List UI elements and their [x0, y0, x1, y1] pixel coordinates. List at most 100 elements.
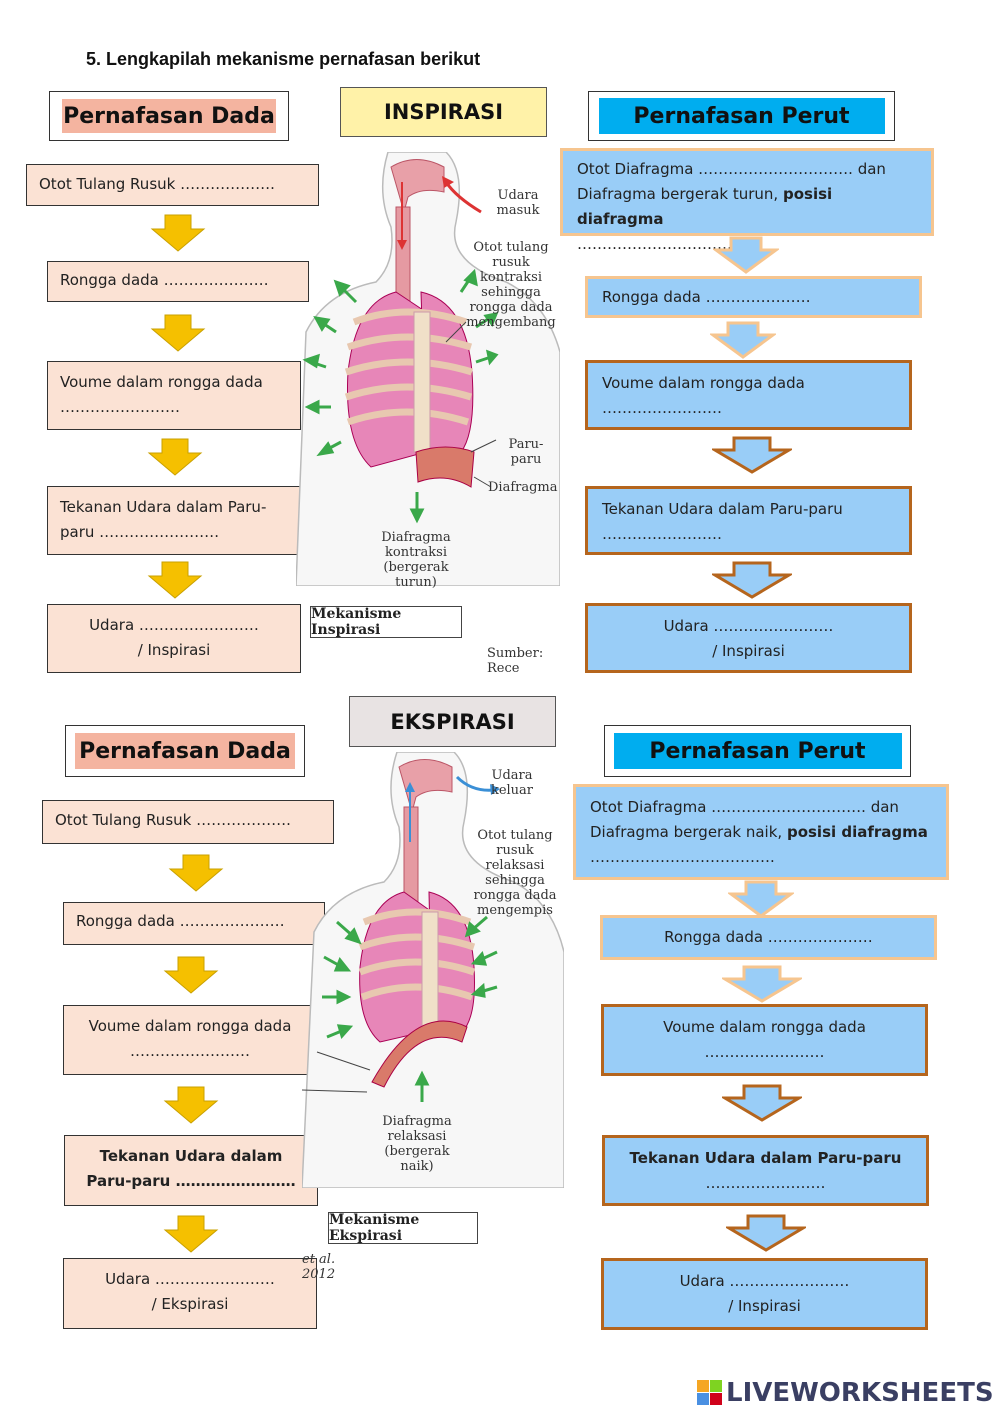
ekspirasi-dada-box-5[interactable]: Udara …………………… / Ekspirasi — [63, 1258, 317, 1329]
box-text: Tekanan Udara dalam — [99, 1147, 283, 1165]
box-text: Paru-paru …………………… — [86, 1172, 296, 1190]
label-paru-paru: Paru-paru — [508, 437, 544, 467]
down-arrow-icon — [150, 314, 206, 352]
box-text: Otot Tulang Rusuk ………………. — [55, 811, 291, 829]
ekspirasi-dada-box-4[interactable]: Tekanan Udara dalam Paru-paru …………………… — [64, 1135, 318, 1206]
inspirasi-perut-box-1[interactable]: Otot Diafragma …………………………. dan Diafragma… — [560, 148, 934, 253]
box-text: Voume dalam rongga dada — [88, 1017, 292, 1035]
box-blank: …………………… — [60, 398, 180, 416]
box-text-bold: posisi diafragma — [786, 823, 928, 841]
box-text: Otot Diafragma …………………………. dan — [590, 798, 899, 816]
box-blank: …………………… — [130, 1042, 250, 1060]
label-diafragma-kontraksi: Diafragma kontraksi (bergerak turun) — [381, 530, 451, 590]
box-text: Udara …………………… — [105, 1270, 275, 1288]
ekspirasi-dada-box-2[interactable]: Rongga dada ………………… — [63, 902, 325, 945]
box-text-bold: posisi diafragma — [577, 185, 833, 228]
ekspirasi-perut-box-4[interactable]: Tekanan Udara dalam Paru-paru …………………… — [602, 1135, 929, 1206]
box-blank: …………………… — [705, 1174, 826, 1192]
label-sumber: Sumber: Rece — [487, 646, 544, 676]
box-text: / Inspirasi — [712, 642, 785, 660]
ekspirasi-perut-box-5[interactable]: Udara …………………… / Inspirasi — [601, 1258, 928, 1330]
down-arrow-icon — [150, 214, 206, 252]
ekspirasi-title: EKSPIRASI — [349, 696, 556, 747]
label-otot-kontraksi: Otot tulang rusuk kontraksi sehingga ron… — [466, 240, 556, 330]
down-arrow-icon — [163, 1086, 219, 1124]
liveworksheets-logo-text: LIVEWORKSHEETS — [726, 1378, 994, 1408]
box-text: Diafragma bergerak naik, — [590, 823, 787, 841]
down-arrow-icon — [163, 956, 219, 994]
inspirasi-dada-box-2[interactable]: Rongga dada ………………… — [47, 261, 309, 302]
ekspirasi-body-illustration — [302, 752, 564, 1188]
inspirasi-dada-box-5[interactable]: Udara …………………… / Inspirasi — [47, 604, 301, 673]
inspirasi-perut-box-3[interactable]: Voume dalam rongga dada …………………… — [585, 360, 912, 430]
box-text: Tekanan Udara dalam Paru- — [60, 498, 267, 516]
box-blank: …………………… — [704, 1043, 825, 1061]
down-arrow-icon — [147, 438, 203, 476]
inspirasi-body-illustration — [296, 152, 560, 586]
inspirasi-dada-title-box: Pernafasan Dada — [49, 91, 289, 141]
box-text: / Inspirasi — [728, 1297, 801, 1315]
ekspirasi-perut-title-box: Pernafasan Perut — [604, 725, 911, 777]
box-text: Udara …………………… — [89, 616, 259, 634]
ekspirasi-dada-title: Pernafasan Dada — [75, 733, 295, 769]
ekspirasi-dada-title-box: Pernafasan Dada — [65, 725, 305, 777]
box-text: Rongga dada ………………… — [60, 271, 269, 289]
label-udara-masuk: Udara masuk — [496, 188, 540, 218]
question-heading: 5. Lengkapilah mekanisme pernafasan beri… — [86, 49, 481, 69]
down-arrow-icon — [728, 880, 794, 918]
down-arrow-icon — [722, 965, 802, 1003]
box-blank: …………………… — [602, 525, 722, 543]
box-blank: …………………… — [602, 399, 722, 417]
caption-mekanisme-inspirasi: Mekanisme Inspirasi — [310, 606, 462, 638]
inspirasi-dada-box-3[interactable]: Voume dalam rongga dada …………………… — [47, 361, 301, 430]
down-arrow-icon — [168, 854, 224, 892]
inspirasi-dada-title: Pernafasan Dada — [62, 99, 276, 133]
down-arrow-icon — [710, 321, 776, 359]
box-text: Udara …………………… — [679, 1272, 850, 1290]
down-arrow-icon — [712, 436, 792, 474]
liveworksheets-logo-icon — [697, 1380, 722, 1405]
box-text: Diafragma bergerak turun, — [577, 185, 783, 203]
label-diafragma-relaksasi: Diafragma relaksasi (bergerak naik) — [382, 1114, 452, 1174]
box-text: Rongga dada ………………… — [664, 928, 873, 946]
inspirasi-perut-box-4[interactable]: Tekanan Udara dalam Paru-paru …………………… — [585, 486, 912, 555]
box-text: Tekanan Udara dalam Paru-paru — [602, 500, 843, 518]
box-text: Voume dalam rongga dada — [60, 373, 263, 391]
inspirasi-dada-box-1[interactable]: Otot Tulang Rusuk ………………. — [26, 164, 319, 206]
box-text: Rongga dada ………………… — [76, 912, 285, 930]
ekspirasi-dada-box-1[interactable]: Otot Tulang Rusuk ………………. — [42, 800, 334, 844]
label-udara-keluar: Udara keluar — [490, 768, 534, 798]
caption-mekanisme-ekspirasi: Mekanisme Ekspirasi — [328, 1212, 478, 1244]
ekspirasi-perut-box-3[interactable]: Voume dalam rongga dada …………………… — [601, 1004, 928, 1076]
box-text: Otot Tulang Rusuk ………………. — [39, 175, 275, 193]
down-arrow-icon — [722, 1084, 802, 1122]
box-blank: ………………………………. — [590, 848, 775, 866]
box-text: Voume dalam rongga dada — [602, 374, 805, 392]
box-text: Tekanan Udara dalam Paru-paru — [629, 1149, 902, 1167]
label-otot-relaksasi: Otot tulang rusuk relaksasi sehingga ron… — [473, 828, 557, 918]
label-sumber-ekspirasi: et al. 2012 — [302, 1252, 336, 1282]
inspirasi-dada-box-4[interactable]: Tekanan Udara dalam Paru- paru …………………… — [47, 486, 302, 555]
label-diafragma: Diafragma — [488, 480, 558, 495]
box-text: paru …………………… — [60, 523, 220, 541]
inspirasi-perut-box-2[interactable]: Rongga dada ………………… — [585, 276, 922, 318]
ekspirasi-dada-box-3[interactable]: Voume dalam rongga dada …………………… — [63, 1005, 317, 1075]
inspirasi-perut-box-5[interactable]: Udara …………………… / Inspirasi — [585, 603, 912, 673]
ekspirasi-perut-box-1[interactable]: Otot Diafragma …………………………. dan Diafragma… — [573, 784, 949, 880]
ekspirasi-perut-box-2[interactable]: Rongga dada ………………… — [600, 915, 937, 960]
down-arrow-icon — [713, 236, 779, 274]
box-text: Udara …………………… — [663, 617, 834, 635]
ekspirasi-perut-title: Pernafasan Perut — [613, 733, 902, 769]
inspirasi-perut-title-box: Pernafasan Perut — [588, 91, 895, 141]
inspirasi-title: INSPIRASI — [340, 87, 547, 137]
down-arrow-icon — [163, 1215, 219, 1253]
box-text: Rongga dada ………………… — [602, 288, 811, 306]
box-text: / Inspirasi — [137, 641, 211, 659]
down-arrow-icon — [712, 561, 792, 599]
box-text: Otot Diafragma …………………………. dan — [577, 160, 886, 178]
box-text: Voume dalam rongga dada — [663, 1018, 866, 1036]
box-text: / Ekspirasi — [151, 1295, 229, 1313]
down-arrow-icon — [726, 1214, 806, 1252]
inspirasi-perut-title: Pernafasan Perut — [598, 98, 885, 134]
down-arrow-icon — [147, 561, 203, 599]
